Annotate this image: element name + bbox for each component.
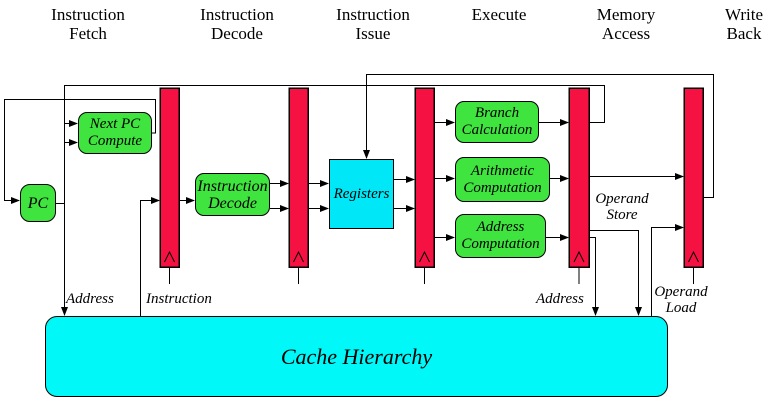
stage-label-instruction-decode: Instruction Decode [200, 5, 274, 43]
label-instruction: Instruction [146, 291, 212, 307]
instruction-decode-box: Instruction Decode [195, 173, 270, 216]
label-memory-address: Address [536, 291, 584, 307]
label-operand-load: Operand Load [654, 284, 708, 316]
pipeline-latch-mem-wb [683, 87, 704, 268]
wire-instruction [140, 197, 160, 316]
branch-calculation-box: Branch Calculation [455, 101, 539, 143]
wire-memory-address [589, 237, 599, 316]
pipeline-latch-is-ex [414, 87, 435, 268]
stage-label-write-back: Write Back [724, 5, 764, 43]
wire-operand-load [651, 224, 684, 316]
pc-box: PC [20, 184, 56, 222]
cache-hierarchy-box: Cache Hierarchy [45, 316, 668, 397]
stage-label-execute: Execute [471, 5, 527, 24]
label-fetch-address: Address [66, 291, 114, 307]
wire-writeback-to-registers [363, 74, 714, 198]
stage-label-instruction-issue: Instruction Issue [336, 5, 410, 43]
stage-label-instruction-fetch: Instruction Fetch [51, 5, 125, 43]
address-computation-box: Address Computation [455, 214, 546, 258]
pipeline-latch-if-id [159, 87, 180, 268]
pipeline-latch-ex-mem [568, 87, 590, 268]
label-operand-store: Operand Store [595, 191, 649, 223]
arithmetic-computation-box: Arithmetic Computation [455, 157, 550, 202]
wire-branch-feedback-and-fetch-address [61, 85, 605, 316]
next-pc-compute-box: Next PC Compute [78, 112, 152, 154]
pipeline-latch-id-is [288, 87, 309, 268]
clock-caret-icon [164, 250, 699, 284]
registers-box: Registers [329, 159, 394, 229]
wire-nextpc-to-pc [4, 99, 156, 204]
stage-label-memory-access: Memory Access [596, 5, 656, 43]
wire-operand-store [589, 230, 642, 316]
